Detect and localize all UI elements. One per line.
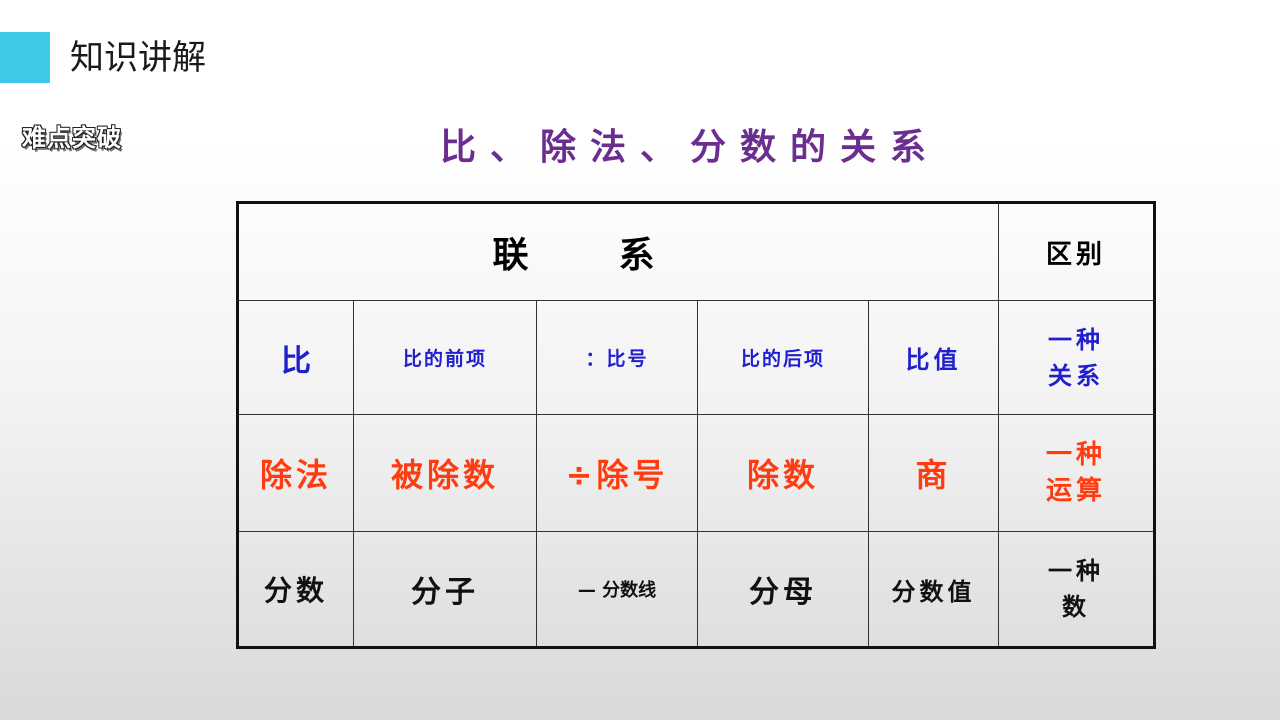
difference-line-1: 一种: [1045, 440, 1106, 470]
relation-table: 联系 区别 比 比的前项 ：比号 比的后项 比值 一种 关系 除法 被除数 ÷除…: [236, 201, 1156, 649]
table-header-row: 联系 区别: [237, 202, 1155, 301]
difference-line-2: 关系: [1048, 361, 1104, 390]
cell-term-1: 分子: [353, 531, 537, 648]
header-lianxi: 联系: [237, 202, 999, 301]
page-header-title: 知识讲解: [70, 38, 206, 78]
cell-result: 比值: [868, 300, 999, 415]
cell-symbol: ÷除号: [536, 414, 698, 532]
cell-difference: 一种 关系: [998, 300, 1155, 415]
header-accent-bar: [0, 32, 50, 83]
cell-term-1: 比的前项: [353, 300, 537, 415]
cell-result: 商: [868, 414, 999, 532]
cell-difference: 一种 运算: [998, 414, 1155, 532]
page-title: 比、除法、分数的关系: [440, 127, 941, 168]
table-row-fenshu: 分数 分子 — 分数线 分母 分数值 一种 数: [237, 531, 1155, 648]
cell-symbol: — 分数线: [536, 531, 698, 648]
row-name: 比: [237, 300, 354, 415]
cell-symbol: ：比号: [536, 300, 698, 415]
difference-line-2: 数: [1062, 593, 1090, 621]
cell-term-1: 被除数: [353, 414, 537, 532]
difference-line-1: 一种: [1048, 557, 1104, 585]
table-row-chufa: 除法 被除数 ÷除号 除数 商 一种 运算: [237, 414, 1155, 532]
table-row-bi: 比 比的前项 ：比号 比的后项 比值 一种 关系: [237, 300, 1155, 415]
difference-line-1: 一种: [1048, 325, 1104, 354]
cell-term-2: 比的后项: [697, 300, 869, 415]
section-tag: 难点突破: [21, 123, 122, 153]
cell-term-2: 除数: [697, 414, 869, 532]
row-name: 除法: [237, 414, 354, 532]
cell-term-2: 分母: [697, 531, 869, 648]
row-name: 分数: [237, 531, 354, 648]
difference-line-2: 运算: [1045, 476, 1106, 506]
header-qubie: 区别: [998, 202, 1155, 301]
cell-result: 分数值: [868, 531, 999, 648]
cell-difference: 一种 数: [998, 531, 1155, 648]
